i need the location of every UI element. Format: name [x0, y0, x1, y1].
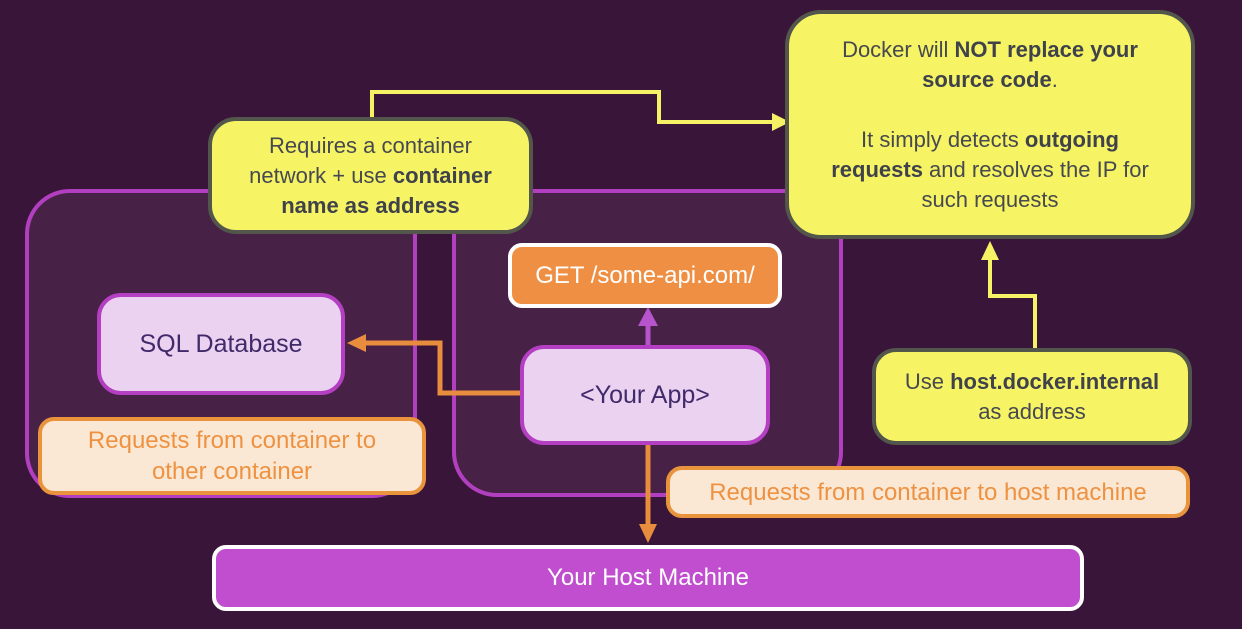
- note-line: Use host.docker.internal: [904, 368, 1160, 394]
- note-use-host-docker-internal: Use host.docker.internal as address: [872, 348, 1192, 445]
- get-request-box: GET /some-api.com/: [508, 243, 782, 308]
- host-machine-bar: Your Host Machine: [212, 545, 1084, 611]
- arrow-app-to-get-request: [638, 307, 658, 345]
- your-app-box: <Your App>: [520, 345, 770, 445]
- note-paragraph: Docker will NOT replace your source code…: [842, 36, 1138, 92]
- arrow-requires-note-to-docker-note: [370, 90, 790, 131]
- arrow-app-to-host-machine: [639, 445, 657, 543]
- note-line: network + use container: [249, 162, 492, 188]
- label-requests-container-to-container: Requests from container to other contain…: [38, 417, 426, 495]
- note-line: Requires a container: [268, 132, 472, 158]
- note-line: as address: [978, 398, 1086, 424]
- note-docker-explanation: Docker will NOT replace your source code…: [785, 10, 1195, 239]
- label-requests-container-to-host: Requests from container to host machine: [666, 466, 1190, 518]
- arrow-usehost-note-to-docker-note: [981, 241, 1037, 348]
- note-paragraph: It simply detects outgoing requests and …: [831, 126, 1149, 212]
- arrow-app-to-sql-database: [347, 334, 520, 396]
- sql-database-box: SQL Database: [97, 293, 345, 395]
- note-container-network: Requires a container network + use conta…: [208, 117, 533, 234]
- note-line: name as address: [281, 192, 460, 218]
